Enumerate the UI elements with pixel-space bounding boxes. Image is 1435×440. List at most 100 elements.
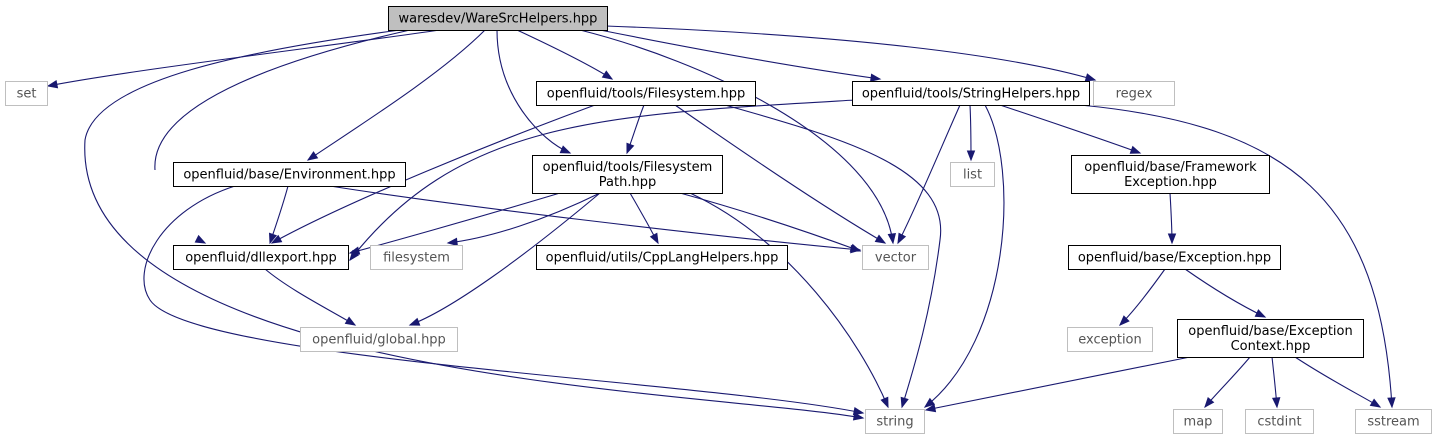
node-box bbox=[173, 245, 349, 270]
node-label: openfluid/base/Exception bbox=[1188, 324, 1352, 339]
node-label: regex bbox=[1116, 87, 1153, 102]
arrowhead bbox=[966, 150, 976, 162]
arrowhead bbox=[46, 80, 59, 89]
node-label: waresdev/WareSrcHelpers.hpp bbox=[399, 12, 598, 27]
edge-dllexport-to-global bbox=[264, 268, 357, 326]
node-box bbox=[1177, 319, 1364, 358]
edge-root-to-filesystem-path bbox=[496, 29, 572, 154]
node-label: Path.hpp bbox=[599, 175, 656, 190]
node-label: sstream bbox=[1367, 415, 1419, 430]
node-box bbox=[1068, 245, 1281, 270]
node-label: openfluid/tools/Filesystem bbox=[543, 160, 713, 175]
node-exception-hpp[interactable]: openfluid/base/Exception.hpp bbox=[1068, 245, 1281, 270]
node-label: set bbox=[17, 87, 37, 102]
node-label: openfluid/tools/Filesystem.hpp bbox=[547, 87, 746, 102]
arrowhead bbox=[874, 234, 887, 244]
node-vector: vector bbox=[862, 245, 929, 270]
arrowhead bbox=[924, 403, 937, 413]
arrowhead bbox=[1167, 233, 1177, 245]
node-box bbox=[1071, 155, 1270, 194]
arrowhead bbox=[649, 232, 659, 245]
edge-root-to-dllexport bbox=[154, 29, 411, 244]
node-map: map bbox=[1173, 409, 1223, 434]
edges-layer bbox=[46, 25, 1396, 421]
arrowhead bbox=[268, 232, 278, 245]
node-box bbox=[388, 6, 608, 31]
arrowhead bbox=[1387, 397, 1396, 409]
node-label: list bbox=[963, 168, 982, 183]
arrowhead bbox=[1204, 396, 1215, 409]
edge-filesystem-tools-to-vector bbox=[674, 104, 887, 244]
node-label: openfluid/base/Exception.hpp bbox=[1078, 251, 1271, 266]
edge-root-to-environment bbox=[306, 29, 486, 161]
edge-stringhelpers-to-vector bbox=[897, 104, 961, 245]
node-box bbox=[862, 245, 929, 270]
node-box bbox=[1173, 409, 1223, 434]
arrowhead bbox=[601, 70, 614, 80]
node-regex: regex bbox=[1093, 81, 1175, 106]
nodes-layer: waresdev/WareSrcHelpers.hpp set openfluid/… bbox=[5, 6, 1432, 434]
edge-filesystem-path-to-cpplang bbox=[629, 192, 659, 245]
edge-stringhelpers-to-framework-exc bbox=[999, 104, 1142, 154]
node-label: openfluid/global.hpp bbox=[312, 333, 446, 348]
edge-stringhelpers-to-sstream bbox=[1079, 104, 1396, 409]
arrowhead bbox=[344, 316, 357, 326]
arrowhead bbox=[626, 142, 635, 155]
node-label: openfluid/tools/StringHelpers.hpp bbox=[862, 87, 1080, 102]
node-stringhelpers[interactable]: openfluid/tools/StringHelpers.hpp bbox=[852, 81, 1090, 106]
edge-root-to-filesystem-tools bbox=[516, 29, 614, 80]
node-label: openfluid/base/Framework bbox=[1084, 160, 1257, 175]
arrowhead bbox=[1271, 397, 1281, 409]
arrowhead bbox=[849, 243, 862, 252]
arrowhead bbox=[1254, 309, 1267, 318]
edge-exc-context-to-map bbox=[1204, 356, 1251, 409]
node-global: openfluid/global.hpp bbox=[300, 327, 458, 352]
arrowhead bbox=[349, 249, 360, 262]
arrowhead bbox=[852, 412, 865, 421]
node-box bbox=[536, 81, 756, 106]
edge-environment-to-string bbox=[143, 185, 865, 416]
edge-filesystem-tools-to-dllexport bbox=[270, 104, 596, 244]
edge-filesystem-tools-to-filesystem-path bbox=[626, 104, 645, 155]
edge-filesystem-path-to-filesystem-std bbox=[446, 192, 601, 247]
arrowhead bbox=[1084, 73, 1097, 82]
edge-root-to-regex bbox=[605, 25, 1097, 82]
arrowhead bbox=[194, 234, 207, 244]
node-cstdint: cstdint bbox=[1245, 409, 1314, 434]
edge-exc-context-to-string bbox=[924, 356, 1191, 413]
arrowhead bbox=[1119, 315, 1130, 326]
node-root[interactable]: waresdev/WareSrcHelpers.hpp bbox=[388, 6, 608, 31]
edge-exception-hpp-to-exc-context bbox=[1184, 268, 1267, 318]
node-box bbox=[865, 409, 925, 434]
node-label: Context.hpp bbox=[1231, 339, 1311, 354]
node-box bbox=[1355, 409, 1432, 434]
node-label: openfluid/base/Environment.hpp bbox=[183, 168, 395, 183]
arrowhead bbox=[852, 406, 865, 416]
edge-stringhelpers-to-string bbox=[923, 104, 1005, 408]
edge-exception-hpp-to-exception-std bbox=[1119, 268, 1166, 326]
node-list: list bbox=[950, 162, 995, 187]
node-set: set bbox=[5, 81, 48, 106]
node-box bbox=[173, 162, 406, 187]
node-exception-std: exception bbox=[1067, 327, 1153, 352]
node-dllexport[interactable]: openfluid/dllexport.hpp bbox=[173, 245, 349, 270]
arrowhead bbox=[880, 396, 889, 409]
node-filesystem-tools[interactable]: openfluid/tools/Filesystem.hpp bbox=[536, 81, 756, 106]
node-label: Exception.hpp bbox=[1124, 175, 1217, 190]
node-environment[interactable]: openfluid/base/Environment.hpp bbox=[173, 162, 406, 187]
node-label: openfluid/utils/CppLangHelpers.hpp bbox=[546, 251, 779, 266]
arrowhead bbox=[270, 234, 283, 244]
node-cpplang[interactable]: openfluid/utils/CppLangHelpers.hpp bbox=[536, 245, 788, 270]
edge-root-to-string bbox=[84, 29, 865, 421]
arrowhead bbox=[923, 397, 936, 408]
node-label: openfluid/dllexport.hpp bbox=[185, 251, 337, 266]
node-sstream: sstream bbox=[1355, 409, 1432, 434]
arrowhead bbox=[870, 73, 882, 82]
node-box bbox=[5, 81, 48, 106]
arrowhead bbox=[1129, 145, 1142, 154]
node-label: string bbox=[876, 415, 913, 430]
